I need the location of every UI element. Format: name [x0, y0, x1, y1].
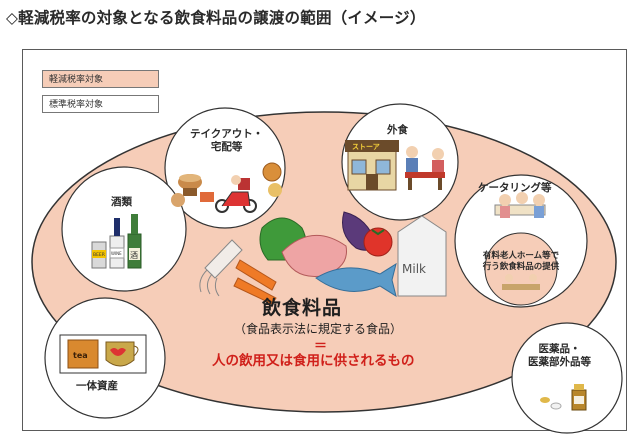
food-title: 飲食料品	[262, 297, 343, 319]
takeout-label-line1: テイクアウト・	[190, 128, 264, 140]
medicine-label: 医薬品・ 医薬部外品等	[528, 343, 591, 369]
eatin-label: 外食	[387, 124, 408, 136]
sake-label-text: 酒	[130, 251, 138, 260]
catering-label: ケータリング等	[478, 182, 552, 194]
nursing-home-label-line1: 有料老人ホーム等で	[482, 251, 560, 261]
legend-standard-rate: 標準税率対象	[42, 95, 159, 113]
page-title: ◇軽減税率の対象となる飲食料品の譲渡の範囲（イメージ）	[6, 9, 426, 27]
eatin-illustration: ストーア	[345, 140, 445, 191]
bundle-illustration: tea	[59, 334, 147, 374]
equals-sign: ＝	[314, 339, 328, 354]
takeout-illustration	[171, 162, 282, 213]
milk-text: Milk	[402, 262, 426, 276]
alcohol-illustration: BEER WINE 酒	[91, 214, 142, 269]
tea-box-text: tea	[73, 351, 88, 360]
legend-reduced-rate: 軽減税率対象	[42, 70, 159, 88]
medicine-label-line2: 医薬部外品等	[528, 356, 591, 368]
catering-illustration	[494, 192, 546, 290]
bundle-label: 一体資産	[76, 380, 118, 392]
eatin-circle	[341, 103, 459, 221]
alcohol-label: 酒類	[111, 196, 132, 208]
medicine-label-line1: 医薬品・	[538, 343, 581, 355]
shop-sign-text: ストーア	[352, 143, 380, 151]
alcohol-circle	[61, 166, 187, 292]
takeout-label-line2: 宅配等	[210, 141, 243, 153]
food-definition: 人の飲用又は食用に供されるもの	[212, 353, 415, 369]
takeout-label: テイクアウト・ 宅配等	[190, 128, 263, 154]
bundle-circle	[44, 297, 166, 419]
food-subtitle: （食品表示法に規定する食品）	[234, 322, 403, 336]
wine-label-text: WINE	[111, 251, 122, 256]
food-illustration: Milk	[199, 211, 447, 305]
medicine-circle	[511, 322, 623, 434]
beer-can-text: BEER	[93, 252, 105, 258]
nursing-home-label-line2: 行う飲食料品の提供	[482, 262, 560, 272]
nursing-home-label: 有料老人ホーム等で 行う飲食料品の提供	[476, 251, 566, 273]
takeout-circle	[164, 107, 286, 229]
medicine-illustration	[540, 384, 587, 411]
